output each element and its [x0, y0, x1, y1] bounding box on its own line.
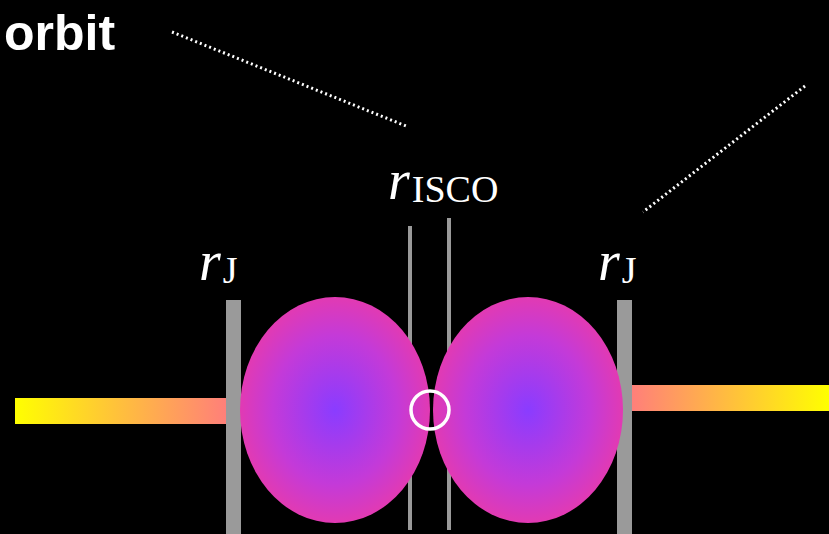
- black-hole: [411, 391, 449, 429]
- symbol-letter: r: [199, 230, 221, 292]
- radius-symbol: rISCO: [388, 152, 498, 208]
- symbol-subscript: J: [622, 249, 637, 291]
- symbol-subscript: J: [223, 249, 238, 291]
- symbol-letter: r: [598, 230, 620, 292]
- symbol-subscript: ISCO: [412, 168, 499, 210]
- leader-line: [172, 32, 406, 126]
- torus-section: [240, 297, 430, 523]
- radius-symbol: rJ: [199, 233, 238, 289]
- torus-section: [433, 297, 623, 523]
- leader-line: [643, 86, 805, 212]
- outer-disk: [632, 385, 829, 411]
- radius-bar: [226, 300, 241, 534]
- outer-disk: [15, 398, 227, 424]
- callout-text: orbit: [4, 8, 115, 58]
- symbol-letter: r: [388, 149, 410, 211]
- radius-symbol: rJ: [598, 233, 637, 289]
- label-text: orbit: [4, 5, 115, 61]
